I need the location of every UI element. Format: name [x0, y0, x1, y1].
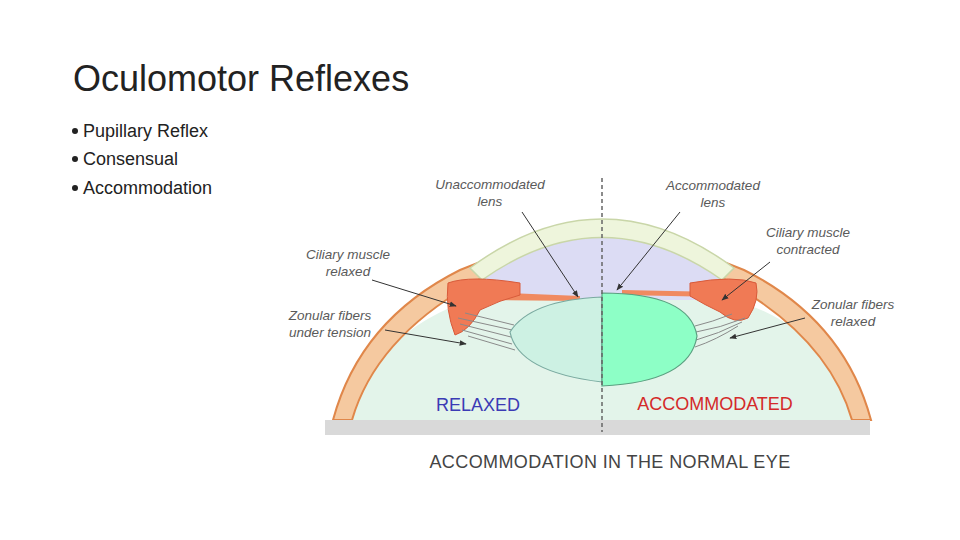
base-bar	[325, 420, 870, 435]
leader-line	[385, 330, 466, 344]
leader-line	[730, 318, 805, 338]
bullet-item: Consensual	[83, 148, 178, 170]
zonular-fibers-right	[695, 314, 745, 347]
part-label: Ciliary muscle contracted	[753, 224, 863, 258]
fiber	[468, 336, 515, 350]
part-label: Ciliary muscle relaxed	[296, 246, 401, 280]
zonular-fibers-left	[458, 313, 515, 350]
divider-line	[601, 178, 603, 432]
state-label: ACCOMMODATED	[605, 393, 825, 415]
figure-caption: ACCOMMODATION IN THE NORMAL EYE	[380, 451, 840, 473]
ciliary-muscle-right	[690, 279, 757, 320]
part-label: Zonular fibers relaxed	[801, 296, 906, 330]
fiber	[695, 314, 732, 326]
unaccommodated-lens	[510, 297, 602, 382]
part-label: Unaccommodated lens	[430, 176, 550, 210]
fiber	[695, 326, 738, 347]
fiber	[458, 318, 512, 330]
fiber	[460, 324, 511, 337]
bullet-dot	[72, 128, 78, 134]
bullet-item: Accommodation	[83, 177, 212, 199]
part-label: Zonular fibers under tension	[275, 307, 385, 341]
part-label: Accommodated lens	[663, 177, 763, 211]
bullet-dot	[72, 156, 78, 162]
state-label: RELAXED	[378, 394, 578, 416]
fiber	[465, 313, 514, 325]
leader-line	[372, 280, 456, 306]
leader-line	[722, 262, 770, 300]
leader-lines	[372, 212, 805, 344]
leader-line	[522, 212, 578, 297]
fiber	[696, 318, 745, 332]
accommodated-lens	[602, 293, 697, 386]
bullet-dot	[72, 185, 78, 191]
ciliary-muscle-left	[447, 279, 520, 335]
bullet-item: Pupillary Reflex	[83, 120, 208, 142]
leader-line	[617, 212, 680, 290]
slide-title: Oculomotor Reflexes	[73, 58, 409, 100]
